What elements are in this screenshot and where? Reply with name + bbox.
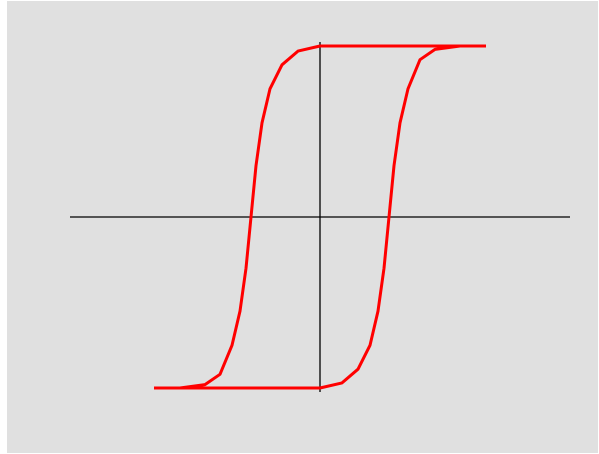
chart-panel xyxy=(7,1,598,453)
series-line-ascending-branch xyxy=(154,44,486,390)
plot-background xyxy=(7,1,598,453)
series-line-descending-branch xyxy=(154,44,486,390)
hysteresis-chart xyxy=(7,1,598,453)
series-group xyxy=(154,44,486,390)
